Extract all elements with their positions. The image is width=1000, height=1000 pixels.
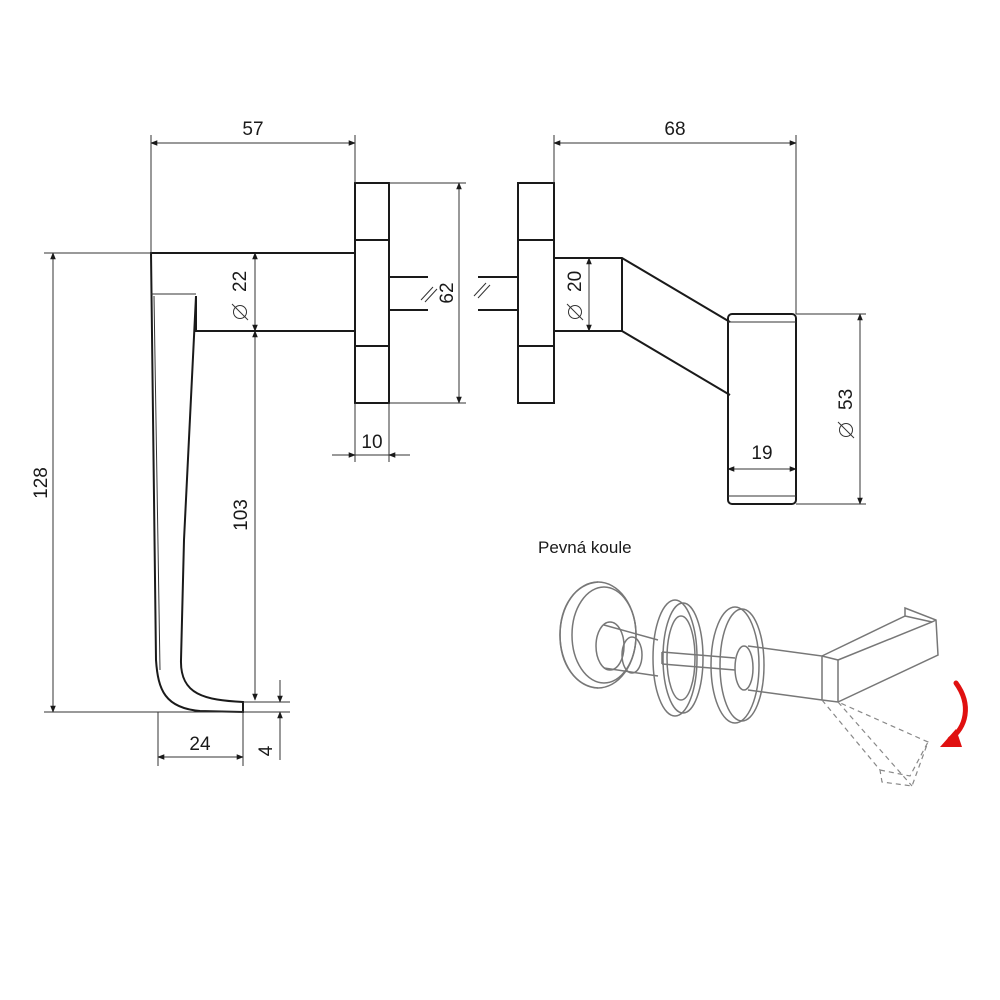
iso-lever-rotated-ghost <box>821 699 929 787</box>
fixed-knob-caption: Pevná koule <box>538 538 632 557</box>
fixed-knob-view <box>473 182 797 505</box>
rotation-arrow-icon <box>940 680 968 747</box>
isometric-illustration <box>559 581 968 787</box>
dim-diameter-53: 53 <box>836 389 857 439</box>
dim-24-label: 24 <box>189 734 211 755</box>
dimension-lines <box>44 135 866 766</box>
dim-53-label: 53 <box>836 389 857 410</box>
dim-10-label: 10 <box>361 432 382 453</box>
lever-spindle <box>389 276 428 311</box>
iso-rosette-ring <box>652 599 704 717</box>
dim-128-label: 128 <box>31 467 52 499</box>
dim-19-label: 19 <box>751 443 772 464</box>
iso-lever-rosette <box>710 606 765 724</box>
iso-fixed-knob <box>559 581 659 689</box>
dim-103-label: 103 <box>231 499 252 531</box>
knob-spindle <box>478 276 518 311</box>
dim-4-label: 4 <box>256 745 277 756</box>
dim-diameter-20: 20 <box>565 271 586 321</box>
lever-rosette <box>354 182 390 404</box>
dimension-labels: 57 68 128 103 22 62 10 24 4 20 53 19 <box>31 119 857 756</box>
dim-68-label: 68 <box>664 119 685 140</box>
lever-handle-outline <box>149 252 356 714</box>
iso-lever-handle <box>747 606 939 703</box>
lever-handle-inner-face <box>151 293 196 671</box>
iso-spindle <box>661 651 736 671</box>
dim-20-label: 20 <box>565 271 586 292</box>
lever-handle-view <box>149 182 438 714</box>
knob-rosette <box>517 182 555 404</box>
dim-57-label: 57 <box>242 119 263 140</box>
dim-62-label: 62 <box>437 282 458 303</box>
dim-diameter-22: 22 <box>230 271 251 321</box>
knob-body <box>727 313 797 505</box>
dim-22-label: 22 <box>230 271 251 292</box>
